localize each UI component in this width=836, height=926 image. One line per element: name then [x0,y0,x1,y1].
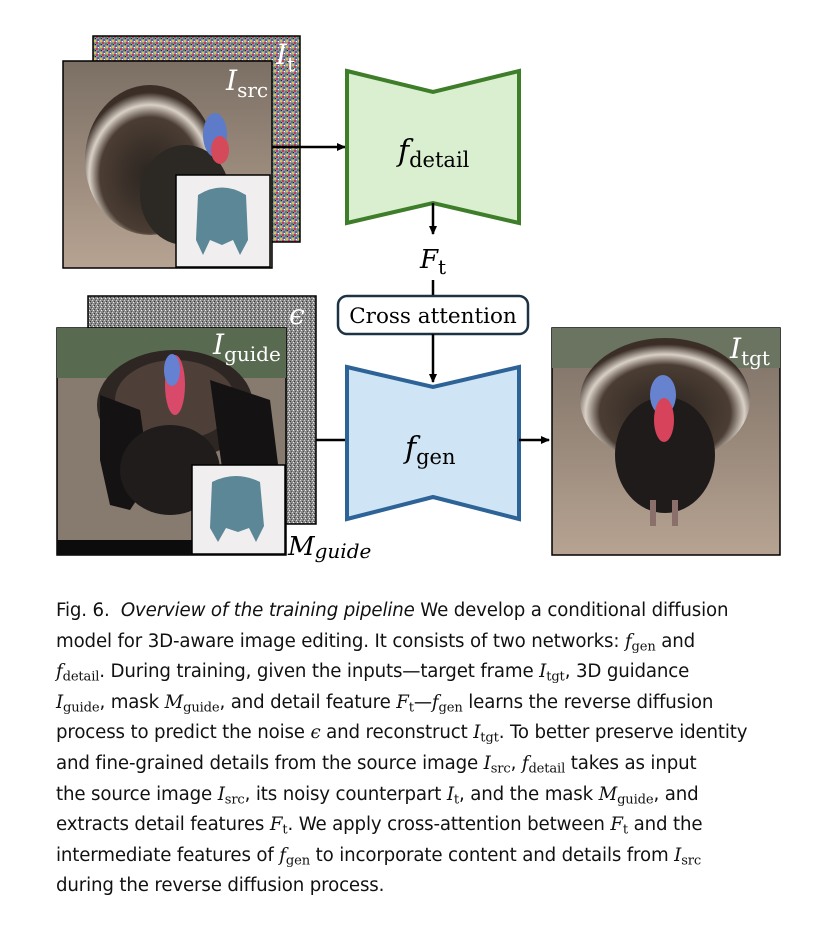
caption-line: extracts detail features Ft. We apply cr… [56,810,788,841]
caption-math: fgen [431,691,463,716]
i-tgt-label: Itgt [729,332,770,370]
caption-line: Fig. 6. Overview of the training pipelin… [56,596,788,627]
caption-text: . We apply cross-attention between [287,814,611,836]
guide-mask-inset [191,464,286,555]
epsilon-label: ϵ [289,298,305,331]
caption-text: learns the reverse diffusion [462,691,714,713]
caption-text: . During training, given the inputs—targ… [99,661,540,683]
caption-text: to incorporate content and details from [310,844,675,866]
caption-math: Mguide [164,691,220,716]
caption-math: ϵ [310,722,321,744]
caption-math: fgen [279,844,311,869]
caption-math: Isrc [483,752,511,777]
caption-text: process to predict the noise [56,722,311,744]
caption-math: Ft [269,814,288,838]
caption-text: , [510,752,522,774]
caption-text: and [655,630,696,652]
caption-math: Mguide [598,783,654,808]
caption-line: process to predict the noise ϵ and recon… [56,718,788,749]
i-t-label: It [275,38,295,76]
caption-math: Itgt [539,661,565,685]
caption-math: Isrc [217,783,245,808]
f-detail-network [345,68,521,226]
caption-text: intermediate features of [56,844,280,866]
caption-text: , and detail feature [219,691,397,713]
caption-line: and fine-grained details from the source… [56,749,788,780]
source-mask-inset [175,174,271,268]
caption-text: model for 3D-aware image editing. It con… [56,630,625,652]
i-guide-label: Iguide [212,328,281,366]
caption-math: fdetail [56,661,100,685]
caption-text: , its noisy counterpart [244,783,447,805]
caption-line: the source image Isrc, its noisy counter… [56,780,788,811]
caption-line: intermediate features of fgen to incorpo… [56,841,788,872]
target-image [551,327,781,556]
caption-text: — [413,691,432,713]
caption-text: takes as input [565,752,697,774]
caption-math: Ft [396,691,414,716]
caption-math: fgen [624,630,656,655]
caption-fig-label: Fig. 6. [56,600,110,621]
caption-text: . To better preserve identity [498,722,748,744]
cross-attention-label: Cross attention [349,304,517,329]
caption-math: It [446,783,459,808]
caption-text: , and the mask [459,783,599,805]
m-guide-label: Mguide [287,532,371,563]
caption-math: Iguide [56,691,100,716]
i-src-label: Isrc [225,64,268,102]
pipeline-figure: It Isrc fdetail Ft Cross attention [56,35,781,563]
caption-text: extracts detail features [56,814,270,836]
caption-line: fdetail. During training, given the inpu… [56,657,788,688]
F-t-label: Ft [419,245,446,279]
caption-math: fdetail [521,752,566,777]
caption-text: , 3D guidance [564,661,690,683]
caption-math: Isrc [674,844,702,869]
caption-line: during the reverse diffusion process. [56,871,788,902]
caption-text: , mask [99,691,165,713]
caption-text: during the reverse diffusion process. [56,875,385,897]
caption-line: Iguide, mask Mguide, and detail feature … [56,688,788,719]
caption-text: We develop a conditional diffusion [414,600,729,621]
f-gen-network [345,364,521,522]
caption-line: model for 3D-aware image editing. It con… [56,627,788,658]
caption-math: Ft [610,814,628,838]
caption-text: , and [653,783,699,805]
caption-text: and reconstruct [320,722,474,744]
figure-caption: Fig. 6. Overview of the training pipelin… [56,596,788,902]
caption-title: Overview of the training pipeline [120,600,415,621]
caption-text: the source image [56,783,218,805]
caption-text: and fine-grained details from the source… [56,752,484,774]
caption-text: and the [628,814,703,836]
caption-math: Itgt [473,722,499,747]
